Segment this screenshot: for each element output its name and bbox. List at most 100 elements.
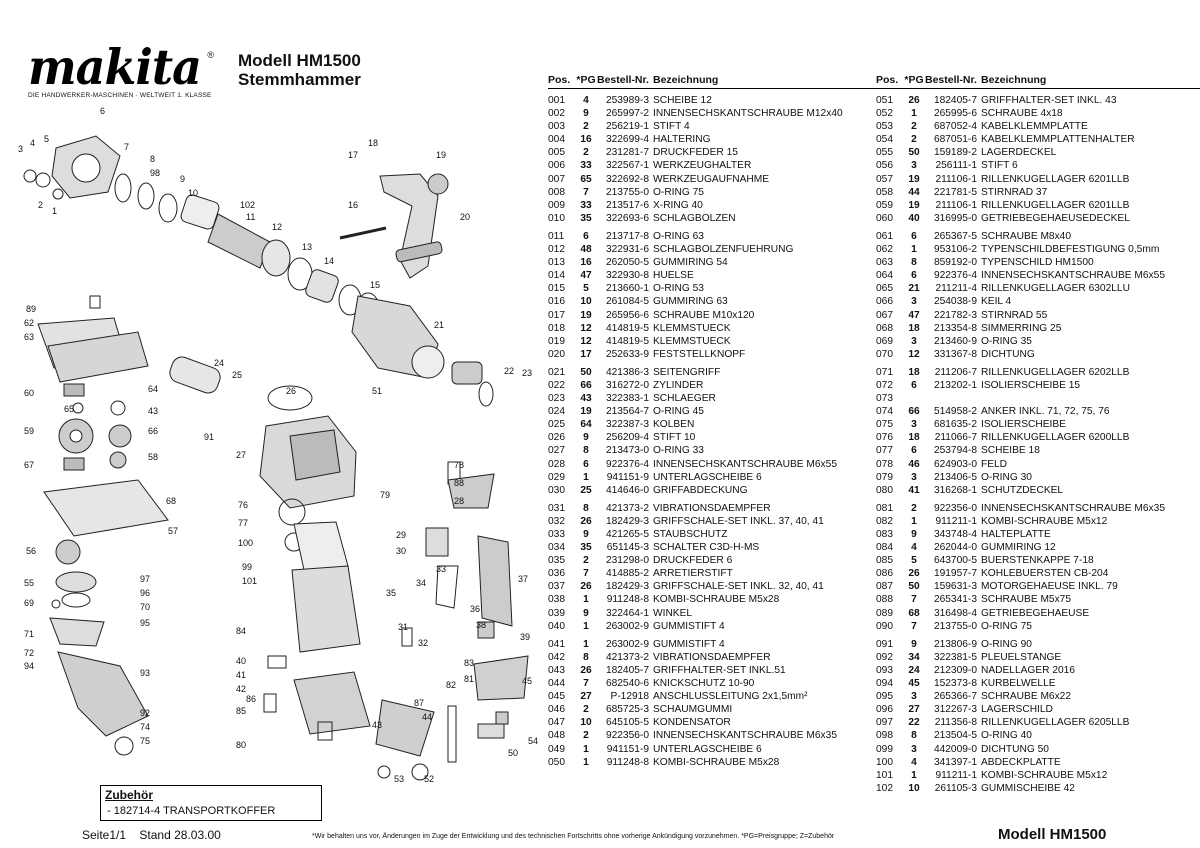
part-order-nr: 182405-7 [933,95,977,106]
diagram-callout-label: 36 [470,604,480,614]
part-pg: 1 [583,638,589,650]
accessories-box: Zubehör - 182714-4 TRANSPORTKOFFER [100,785,322,821]
part-pos: 026 [548,432,565,444]
diagram-callout-label: 43 [372,720,382,730]
part-description: DRUCKFEDER 6 [653,555,733,567]
part-order-nr: 343748-4 [933,529,977,540]
diagram-callout-label: 72 [24,648,34,658]
part-order-nr: 941151-9 [606,471,649,483]
diagram-callout-label: 1 [52,206,57,216]
diagram-callout-label: 92 [140,708,150,718]
part-pos: 005 [548,147,565,159]
part-description: KOMBI-SCHRAUBE M5x12 [981,515,1108,527]
part-description: STIFT 10 [653,432,696,444]
part-order-nr: 316498-4 [933,607,977,619]
diagram-callout-label: 9 [180,174,185,184]
part-pg: 19 [580,406,592,418]
part-pos: 024 [548,406,565,418]
part-pg: 8 [583,651,589,663]
part-pg: 19 [580,309,592,321]
part-pos: 001 [548,95,565,106]
part-description: KURBELWELLE [981,678,1056,690]
part-order-nr: 213202-1 [933,379,977,391]
part-order-nr: 941151-9 [606,743,649,755]
part-order-nr: 213517-6 [605,199,649,211]
part-pos: 049 [548,743,565,755]
part-pg: 3 [911,335,917,347]
part-pg: 68 [908,607,920,619]
part-pos: 083 [876,529,893,540]
header-pg: *PG [904,74,924,86]
diagram-callout-label: 81 [464,674,474,684]
part-pos: 040 [548,620,565,632]
part-order-nr: 182429-3 [605,515,649,527]
diagram-callout-label: 14 [324,256,334,266]
diagram-callout-label: 59 [24,426,34,436]
part-pg: 3 [911,743,917,755]
diagram-callout-label: 60 [24,388,34,398]
part-order-nr: 262050-5 [605,257,649,269]
diagram-callout-label: 43 [148,406,158,416]
part-description: GETRIEBEGEHAEUSE [981,607,1090,619]
part-pg: 6 [911,270,917,282]
diagram-callout-label: 84 [236,626,246,636]
part-order-nr: 211356-8 [934,717,977,729]
part-description: GUMMISCHEIBE 42 [981,782,1075,794]
part-description: O-RING 75 [981,620,1032,632]
part-pg: 7 [583,678,589,690]
part-description: VIBRATIONSDAEMPFER [653,651,771,663]
part-pos: 067 [876,309,893,321]
part-pos: 062 [876,244,893,256]
part-pos: 032 [548,515,565,527]
part-order-nr: 645105-5 [605,717,649,729]
part-description: INNENSECHSKANTSCHRAUBE M6x55 [653,458,837,470]
registered-mark: ® [207,50,214,60]
diagram-callout-label: 40 [236,656,246,666]
part-pg: 33 [580,160,592,172]
part-description: ANSCHLUSSLEITUNG 2x1,5mm² [653,691,808,703]
part-description: UNTERLAGSCHEIBE 6 [653,471,762,483]
part-pg: 9 [583,529,589,540]
part-order-nr: 213460-9 [933,335,977,347]
part-pos: 092 [876,651,893,663]
part-description: WERKZEUGHALTER [653,160,752,172]
part-pg: 6 [583,458,589,470]
part-description: ABDECKPLATTE [981,756,1061,768]
part-pos: 077 [876,445,893,457]
diagram-callout-label: 94 [24,661,34,671]
footer-page: Seite1/1 [82,828,127,842]
part-pg: 4 [911,756,917,768]
part-pg: 26 [580,515,592,527]
part-description: GRIFFSCHALE-SET INKL. 32, 40, 41 [653,581,824,593]
part-pg: 45 [908,678,920,690]
part-description: GETRIEBEGEHAEUSEDECKEL [981,212,1130,224]
part-description: KABELKLEMMPLATTENHALTER [981,134,1135,146]
part-pos: 051 [876,95,893,106]
part-description: SCHLAEGER [653,393,716,405]
part-pos: 079 [876,471,893,483]
part-order-nr: 182429-3 [605,581,649,593]
part-pg: 7 [583,186,589,198]
diagram-callout-label: 89 [26,304,36,314]
part-description: O-RING 53 [653,283,704,295]
part-pos: 004 [548,134,565,146]
part-order-nr: 221782-3 [933,309,977,321]
part-pos: 099 [876,743,893,755]
part-description: INNENSECHSKANTSCHRAUBE M12x40 [653,108,843,120]
part-pg: 65 [580,173,592,185]
